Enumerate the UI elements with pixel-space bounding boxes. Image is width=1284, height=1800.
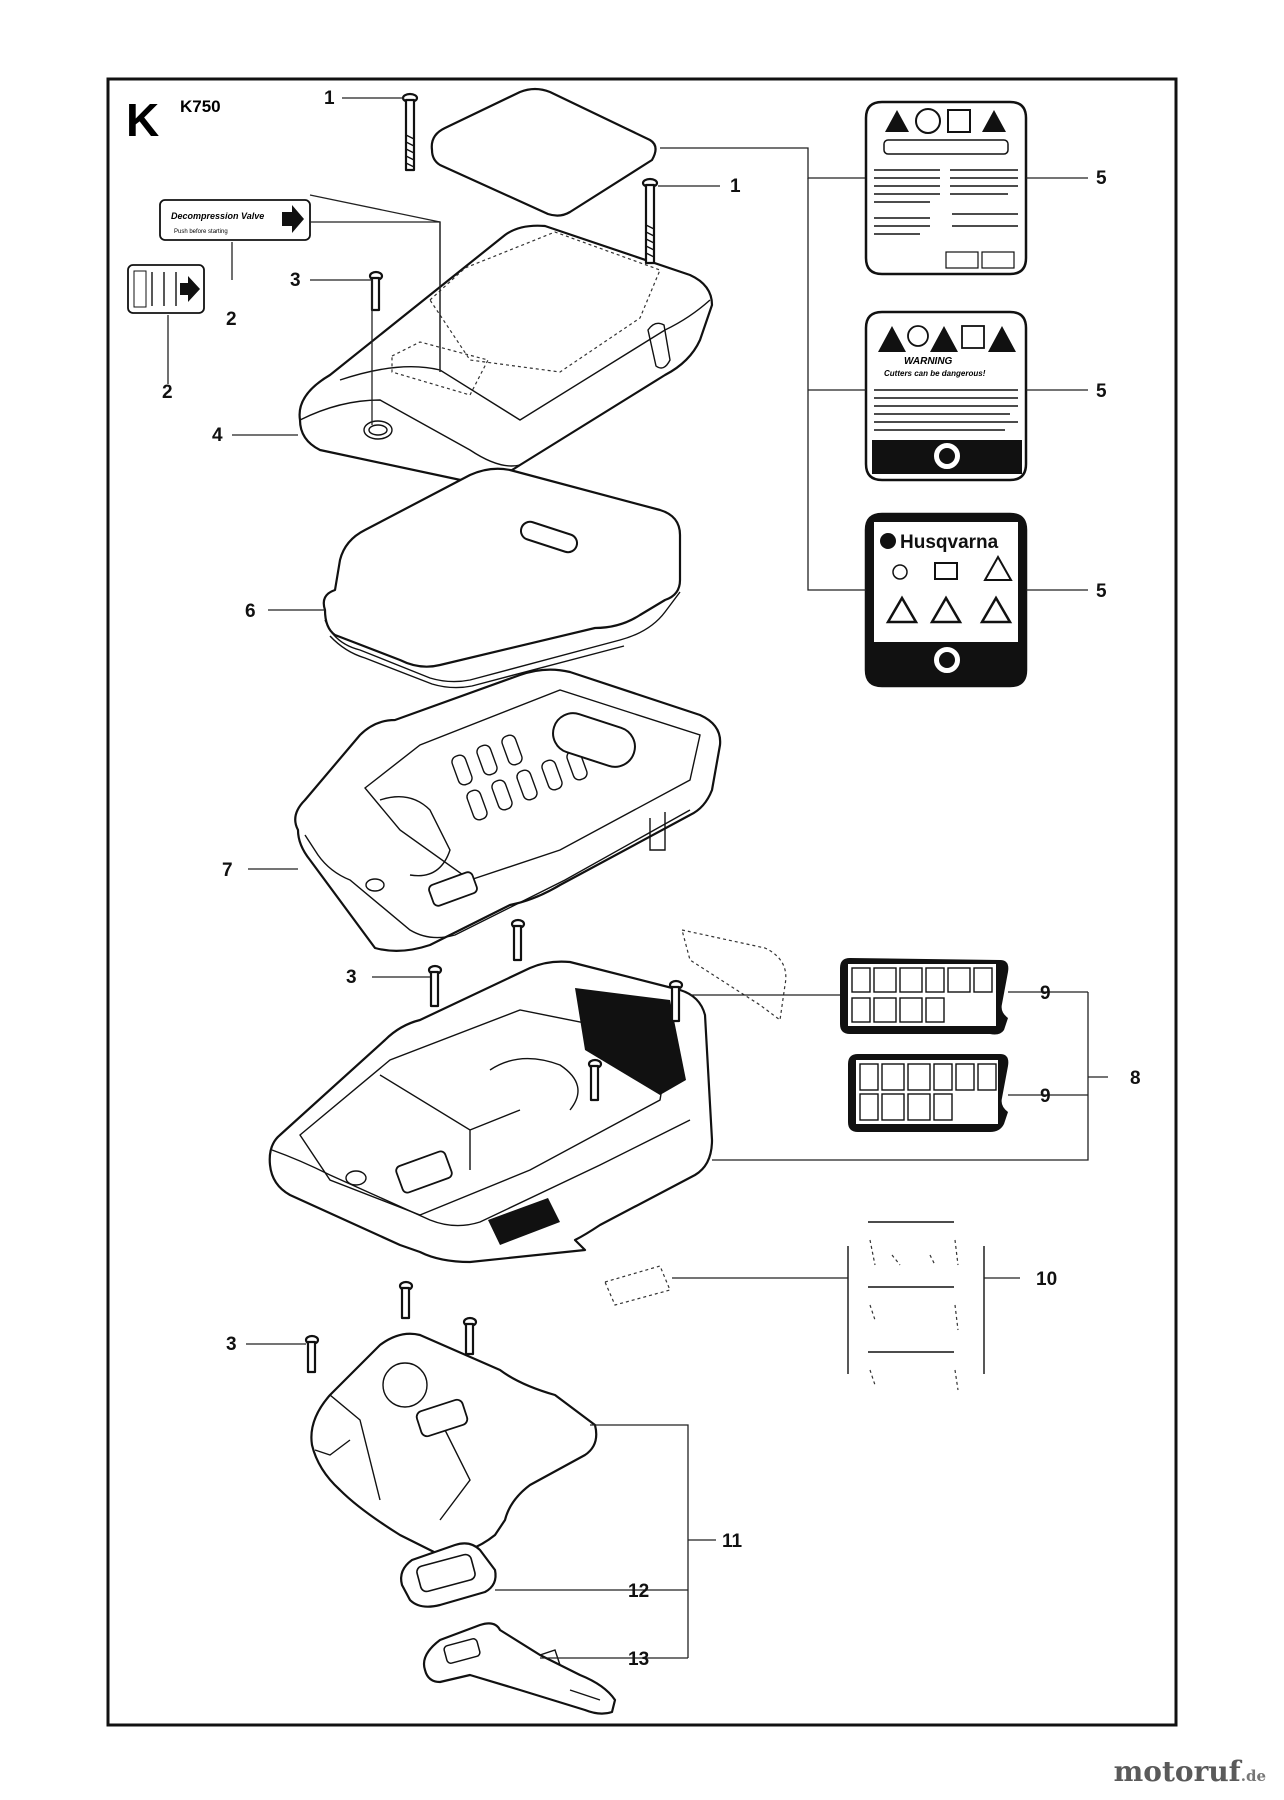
bottom-cover: [310, 1332, 598, 1557]
husqvarna-brand: Husqvarna: [900, 532, 999, 553]
label-warning: WARNING Cutters can be dangerous!: [864, 310, 1028, 482]
bracket: [422, 1622, 617, 1715]
screw-housing-2: [427, 964, 443, 1008]
callout-13: 13: [628, 1649, 649, 1670]
callout-4: 4: [212, 425, 223, 446]
callout-9b: 9: [1040, 1086, 1051, 1107]
callout-1a: 1: [324, 88, 335, 109]
callout-8: 8: [1130, 1068, 1141, 1089]
screw-housing-3: [668, 979, 684, 1023]
watermark-tld: .de: [1240, 1767, 1266, 1785]
label-husqvarna: Husqvarna: [864, 512, 1028, 688]
callout-7: 7: [222, 860, 233, 881]
warning-subtitle: Cutters can be dangerous!: [884, 369, 986, 378]
callout-5c: 5: [1096, 581, 1107, 602]
screw-short-3a: [368, 270, 384, 312]
decompression-title: Decompression Valve: [171, 211, 264, 221]
label-9-upper: [840, 958, 1009, 1035]
screw-long-right: [641, 177, 659, 265]
screw-housing-1: [510, 918, 526, 962]
watermark: motoruf.de: [1114, 1755, 1266, 1788]
callout-11: 11: [722, 1531, 743, 1552]
decompression-subtitle: Push before starting: [174, 229, 228, 235]
valve-cover: [400, 1542, 497, 1608]
callout-3c: 3: [226, 1334, 237, 1355]
screw-long-left: [401, 92, 419, 172]
section-letter: K: [126, 94, 159, 146]
decal-plate-top: [430, 87, 657, 217]
lower-housing: [268, 929, 787, 1306]
callout-10: 10: [1036, 1269, 1057, 1290]
callout-5b: 5: [1096, 381, 1107, 402]
callout-2a: 2: [226, 309, 237, 330]
callout-12: 12: [628, 1581, 649, 1602]
air-filter: [322, 467, 682, 689]
diagram-frame: [106, 77, 1178, 1727]
filter-housing: [294, 668, 722, 952]
watermark-name: motoruf: [1113, 1755, 1241, 1788]
label-set-10: [847, 1221, 985, 1391]
callout-2b: 2: [162, 382, 173, 403]
japanese-decal: [127, 264, 205, 314]
callout-6: 6: [245, 601, 256, 622]
callout-1b: 1: [730, 176, 741, 197]
leader-lines: [167, 97, 1108, 1659]
callout-9a: 9: [1040, 983, 1051, 1004]
decompression-decal: Decompression Valve Push before starting: [159, 199, 311, 241]
label-9-lower: [848, 1054, 1009, 1132]
screw-housing-4: [587, 1058, 603, 1102]
label-japanese: [864, 100, 1028, 276]
callout-3a: 3: [290, 270, 301, 291]
screw-bottom-2: [462, 1316, 478, 1356]
callout-numbers: 1 1 2 2 3 3 3 4 5 5 5 6 7 8 9 9 10 11 12…: [162, 88, 1141, 1670]
screw-bottom-1: [398, 1280, 414, 1320]
callout-3b: 3: [346, 967, 357, 988]
model-name: K750: [180, 97, 221, 116]
screw-bottom-3: [304, 1334, 320, 1374]
warning-title: WARNING: [904, 356, 953, 367]
top-cover: [298, 224, 714, 484]
callout-5a: 5: [1096, 168, 1107, 189]
